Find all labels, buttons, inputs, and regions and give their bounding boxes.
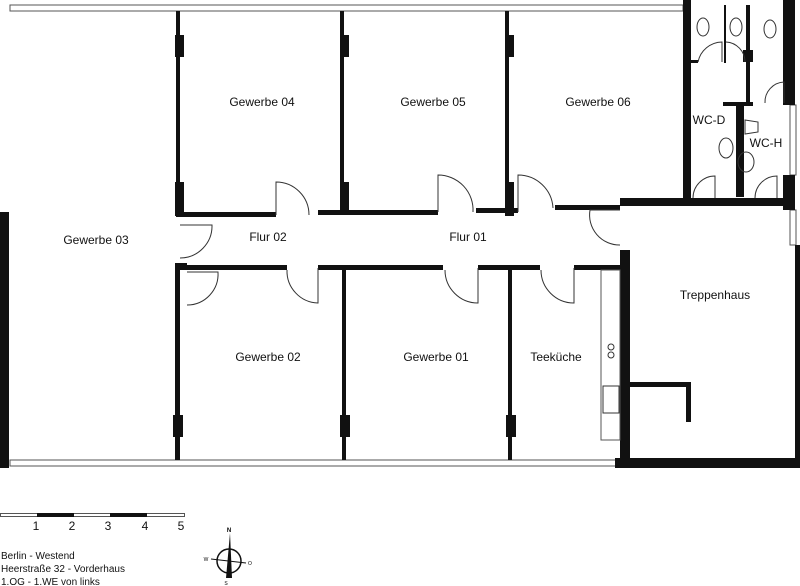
- room-label-gewerbe-01: Gewerbe 01: [403, 350, 469, 364]
- info-location: Berlin - Westend: [1, 551, 75, 562]
- scale-bar: 1 2 3 4 5: [0, 513, 185, 533]
- scale-tick-4: 4: [142, 519, 149, 533]
- scale-tick-3: 3: [105, 519, 112, 533]
- scale-tick-2: 2: [69, 519, 76, 533]
- room-label-gewerbe-06: Gewerbe 06: [565, 95, 631, 109]
- room-label-flur-02: Flur 02: [249, 230, 287, 244]
- scale-tick-1: 1: [33, 519, 40, 533]
- room-label-wc-d: WC-D: [693, 113, 726, 127]
- room-label-gewerbe-05: Gewerbe 05: [400, 95, 466, 109]
- room-label-flur-01: Flur 01: [449, 230, 487, 244]
- room-label-teekueche: Teeküche: [530, 350, 582, 364]
- scale-tick-5: 5: [178, 519, 185, 533]
- compass-n: N: [227, 528, 231, 534]
- doors: [179, 41, 785, 306]
- compass-icon: N W O S: [204, 528, 252, 586]
- sanitary-fixtures: [602, 17, 777, 414]
- room-label-treppenhaus: Treppenhaus: [680, 288, 750, 302]
- compass-o: O: [248, 561, 252, 567]
- room-label-gewerbe-03: Gewerbe 03: [63, 233, 129, 247]
- info-address: Heerstraße 32 - Vorderhaus: [1, 564, 125, 575]
- info-floor: 1.OG - 1.WE von links: [1, 577, 100, 586]
- walls: [0, 0, 800, 468]
- room-label-gewerbe-02: Gewerbe 02: [235, 350, 301, 364]
- compass-s: S: [224, 581, 228, 586]
- compass-w: W: [204, 557, 209, 563]
- room-label-gewerbe-04: Gewerbe 04: [229, 95, 295, 109]
- room-label-wc-h: WC-H: [750, 136, 783, 150]
